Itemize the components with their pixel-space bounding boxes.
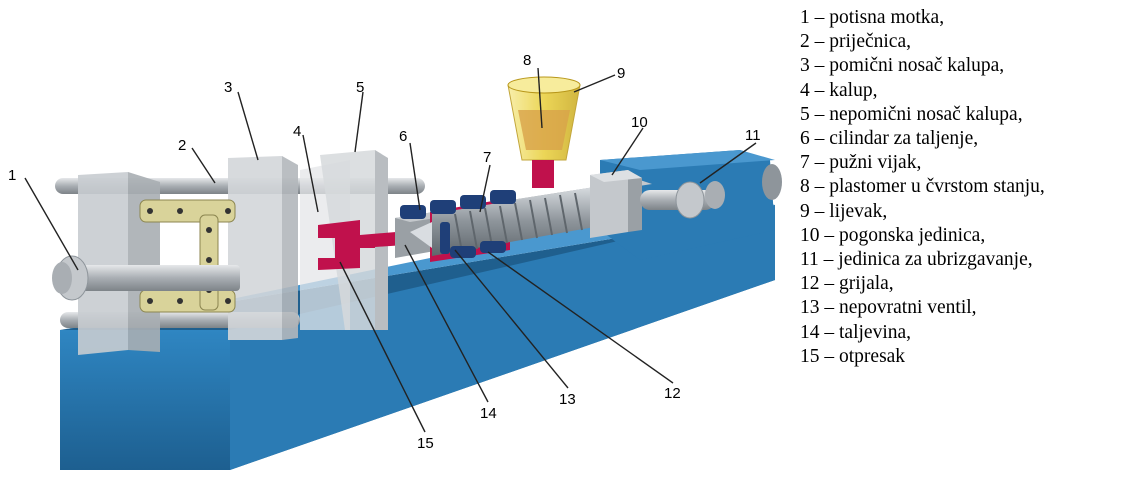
callout-2: 2: [178, 137, 186, 154]
callout-9: 9: [617, 65, 625, 82]
legend-item: 3 – pomični nosač kalupa,: [800, 55, 1005, 77]
callout-leaders: [24, 67, 757, 433]
callout-13: 13: [559, 391, 576, 408]
legend-item: 12 – grijala,: [800, 273, 894, 295]
legend-item: 5 – nepomični nosač kalupa,: [800, 103, 1023, 125]
legend-item: 9 – lijevak,: [800, 200, 888, 222]
legend-item: 4 – kalup,: [800, 79, 878, 101]
callout-numbers: 1 2 3 4 5 6 7 8 9 10 11 12 13 14 15: [8, 52, 761, 452]
callout-10: 10: [631, 114, 648, 131]
legend-item: 6 – cilindar za taljenje,: [800, 128, 979, 150]
hopper: [507, 76, 581, 188]
injection-cylinder: [395, 180, 652, 262]
callout-5: 5: [356, 79, 364, 96]
legend-item: 15 – otpresak: [800, 345, 906, 367]
legend-item: 11 – jedinica za ubrizgavanje,: [800, 249, 1033, 271]
legend-item: 8 – plastomer u čvrstom stanju,: [800, 176, 1045, 198]
callout-6: 6: [399, 128, 407, 145]
callout-3: 3: [224, 79, 232, 96]
injection-molding-machine-diagram: 1 2 3 4 5 6 7 8 9 10 11 12 13 14 15: [8, 52, 782, 470]
push-rod: [52, 255, 240, 301]
legend-item: 2 – priječnica,: [800, 31, 911, 53]
callout-11: 11: [745, 127, 761, 144]
platens: [78, 150, 388, 355]
drive-unit: [590, 170, 642, 238]
callout-4: 4: [293, 123, 301, 140]
injection-unit: [640, 181, 725, 219]
callout-8: 8: [523, 52, 531, 69]
callout-14: 14: [480, 405, 497, 422]
callout-1: 1: [8, 167, 16, 184]
legend-item: 13 – nepovratni ventil,: [800, 297, 977, 319]
legend-item: 1 – potisna motka,: [800, 7, 945, 28]
callout-7: 7: [483, 149, 491, 166]
parts-legend: 1 – potisna motka, 2 – priječnica, 3 – p…: [800, 6, 1140, 369]
legend-item: 7 – pužni vijak,: [800, 152, 922, 174]
callout-15: 15: [417, 435, 434, 452]
legend-item: 14 – taljevina,: [800, 321, 912, 343]
legend-item: 10 – pogonska jedinica,: [800, 224, 986, 246]
callout-12: 12: [664, 385, 681, 402]
